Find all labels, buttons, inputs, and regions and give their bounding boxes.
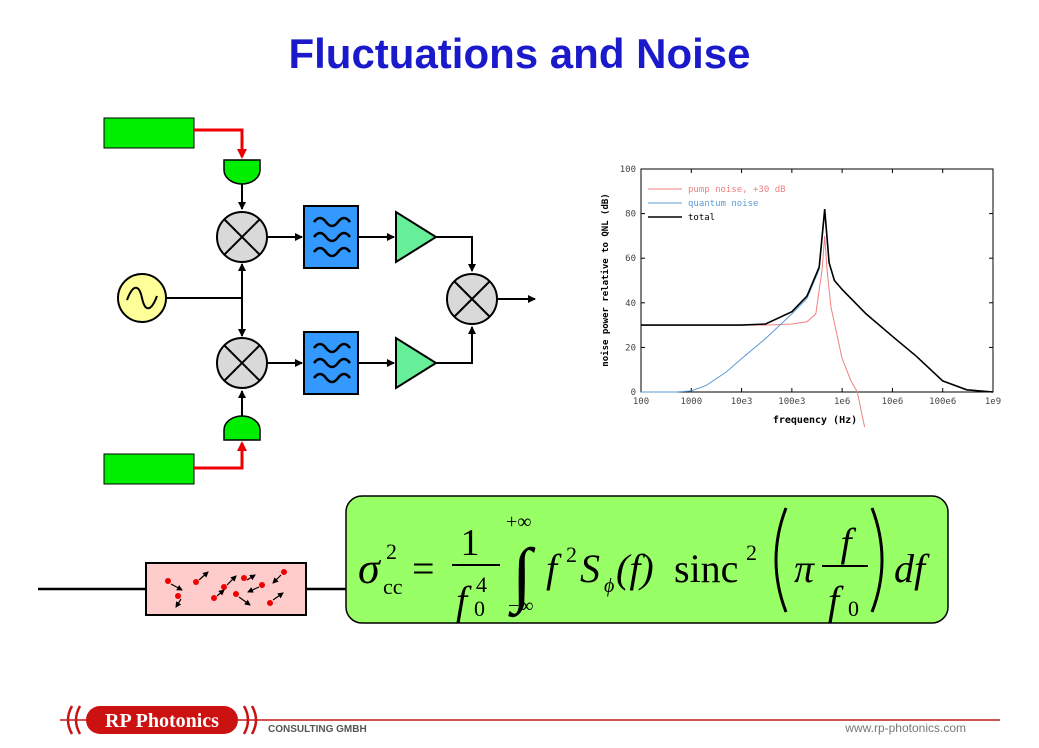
y-tick-label: 100 <box>620 165 636 175</box>
x-tick-label: 1000 <box>680 397 702 407</box>
lowpass-filter-bottom-icon <box>303 331 359 395</box>
eq-pi: π <box>794 546 815 591</box>
eq-equals: = <box>412 546 435 591</box>
eq-phi: ϕ <box>604 575 614 597</box>
chart-xlabel: frequency (Hz) <box>773 415 857 426</box>
eq-f-sup: 2 <box>566 542 577 567</box>
eq-sigma: σ <box>358 544 382 593</box>
lowpass-filter-top-icon <box>303 205 359 269</box>
amplifier-top-icon <box>395 210 438 264</box>
eq-S: S <box>580 546 600 591</box>
slide-title: Fluctuations and Noise <box>288 30 751 77</box>
mixer-top-icon <box>216 211 268 263</box>
eq-sinc: sinc <box>674 546 738 591</box>
source-box-bottom <box>103 453 195 485</box>
rp-photonics-logo: RP Photonics <box>66 705 258 735</box>
x-tick-label: 100 <box>633 397 649 407</box>
eq-df: df <box>894 546 930 591</box>
x-tick-label: 100e6 <box>929 397 956 407</box>
y-tick-label: 60 <box>625 254 636 264</box>
chart-ylabel: noise power relative to QNL (dB) <box>600 193 611 366</box>
eq-sigma-sup: 2 <box>386 539 397 564</box>
x-tick-label: 1e9 <box>985 397 1001 407</box>
legend-label: quantum noise <box>688 199 758 209</box>
mixer-bottom-icon <box>216 337 268 389</box>
y-tick-label: 20 <box>625 343 636 353</box>
website-text: www.rp-photonics.com <box>844 721 966 735</box>
noise-equation: σ 2 cc = 1 f 4 0 ∫ +∞ −∞ f 2 S ϕ (f) sin… <box>358 507 930 623</box>
x-tick-label: 1e6 <box>834 397 850 407</box>
eq-denominator-sub: 0 <box>474 596 485 621</box>
line-amp-mixer-top <box>436 236 476 272</box>
chart-frame <box>640 168 994 393</box>
line-amp-mixer-bottom <box>436 326 476 364</box>
legend-label: pump noise, +30 dB <box>688 185 786 195</box>
source-box-top <box>103 117 195 149</box>
legend-label: total <box>688 213 715 223</box>
eq-paren-right <box>870 507 884 613</box>
y-tick-label: 0 <box>631 388 636 398</box>
eq-upper-limit: +∞ <box>506 511 532 533</box>
photodetector-top-icon <box>223 159 261 185</box>
particle-arrows <box>170 571 284 608</box>
logo-text: RP Photonics <box>105 710 219 732</box>
eq-arg: (f) <box>616 546 654 591</box>
x-tick-label: 10e3 <box>731 397 753 407</box>
noise-chart: 100 1000 10e3 100e3 1e6 10e6 100e6 1e9 0 20 40 60 80… <box>600 165 1001 428</box>
amplifier-bottom-icon <box>395 336 438 390</box>
eq-denominator-sup: 4 <box>476 572 487 597</box>
y-tick-label: 80 <box>625 210 636 220</box>
eq-numerator-one: 1 <box>461 522 480 564</box>
red-arrow-top <box>194 128 247 159</box>
sine-wave-icon <box>126 286 158 310</box>
eq-integral: ∫ <box>508 534 536 618</box>
eq-sinc-sup: 2 <box>746 540 757 565</box>
equation-box <box>345 495 949 624</box>
eq-sigma-sub: cc <box>383 574 403 599</box>
red-arrow-bottom <box>194 441 247 470</box>
y-tick-label: 40 <box>625 299 636 309</box>
consulting-text: CONSULTING GMBH <box>268 724 367 735</box>
x-tick-label: 100e3 <box>778 397 805 407</box>
x-tick-label: 10e6 <box>882 397 904 407</box>
eq-lower-limit: −∞ <box>508 595 534 617</box>
eq-paren-left <box>774 507 788 613</box>
particle-dots <box>165 569 287 606</box>
eq-frac-f0-sub: 0 <box>848 596 859 621</box>
series-line-2 <box>641 209 994 393</box>
mixer-output-icon <box>446 273 498 325</box>
photodetector-bottom-icon <box>223 415 261 441</box>
